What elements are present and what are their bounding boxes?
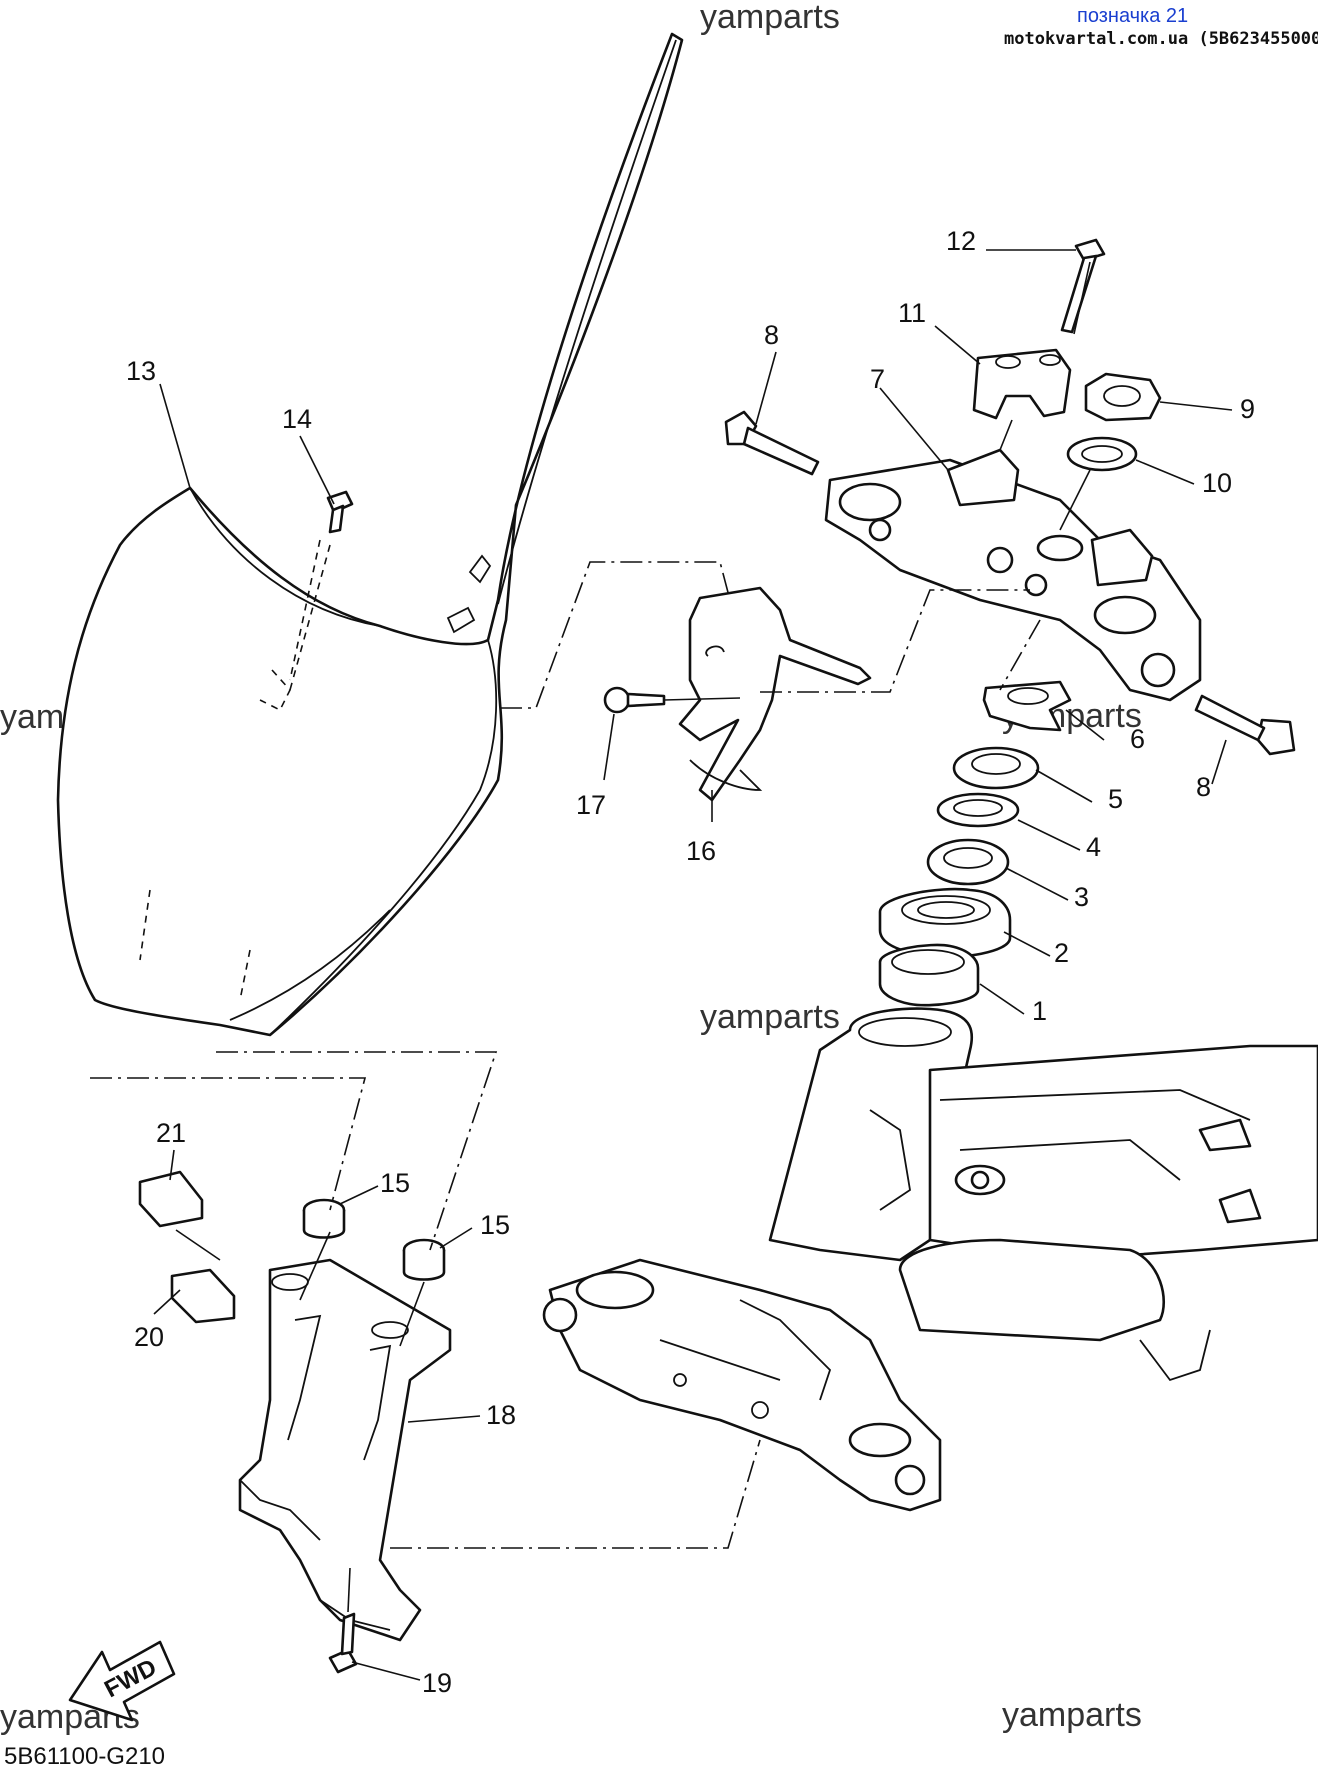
lock-washer-6 [982,680,1072,732]
callout-15-right: 15 [480,1210,510,1240]
callout-11: 11 [898,298,926,328]
callout-18: 18 [486,1400,516,1430]
stay-16 [678,586,872,802]
callout-6: 6 [1130,724,1145,754]
ring-nut-5 [952,746,1040,790]
bracket-18 [238,1258,452,1642]
number-plate-13 [56,32,684,1037]
bolt-8-upper [724,410,820,476]
reference-lines [90,261,1091,1613]
pad-21 [138,1170,204,1228]
header-label: позначка 21 [1077,5,1188,27]
callout-21: 21 [156,1118,186,1148]
callout-17: 17 [576,790,606,820]
damper-15-right [402,1238,446,1281]
watermark: yamparts [700,0,840,36]
callout-15-left: 15 [380,1168,410,1198]
bolt-12 [1060,238,1106,334]
nut-9 [1084,372,1162,422]
under-bracket [542,1258,942,1512]
callout-14: 14 [282,404,312,434]
callouts: 1 2 3 4 5 6 7 8 8 9 10 11 12 13 14 15 15… [126,226,1255,1698]
bolt-14 [326,490,354,534]
upper-bracket-7 [824,448,1202,702]
ring-nut-3 [926,838,1010,886]
bolt-8-lower [1194,694,1296,756]
washer-4 [936,792,1020,828]
callout-4: 4 [1086,832,1101,862]
callout-7: 7 [870,364,885,394]
damper-15-left [302,1198,346,1239]
bearing-1 [878,943,980,1007]
watermark: yamparts [700,998,840,1036]
callout-13: 13 [126,356,156,386]
callout-19: 19 [422,1668,452,1698]
callout-8-lower: 8 [1196,772,1211,802]
callout-20: 20 [134,1322,164,1352]
header-source: motokvartal.com.ua (5B6234550000) [1004,29,1318,49]
diagram-code: 5B61100-G210 [4,1743,165,1770]
callout-2: 2 [1054,938,1069,968]
washer-10 [1066,436,1138,472]
callout-1: 1 [1032,996,1047,1026]
callout-9: 9 [1240,394,1255,424]
pad-20 [170,1268,236,1324]
frame-steering-head [768,1007,1318,1382]
callout-3: 3 [1074,882,1089,912]
callout-12: 12 [946,226,976,256]
watermark: yamparts [1002,1696,1142,1734]
callout-8-upper: 8 [764,320,779,350]
callout-16: 16 [686,836,716,866]
leader-lines [153,249,1233,1681]
callout-5: 5 [1108,784,1123,814]
handlebar-holder-11 [972,348,1072,420]
bolt-19 [328,1612,358,1674]
callout-10: 10 [1202,468,1232,498]
fwd-arrow-icon: FWD [68,1640,176,1722]
bolt-17 [603,686,741,714]
